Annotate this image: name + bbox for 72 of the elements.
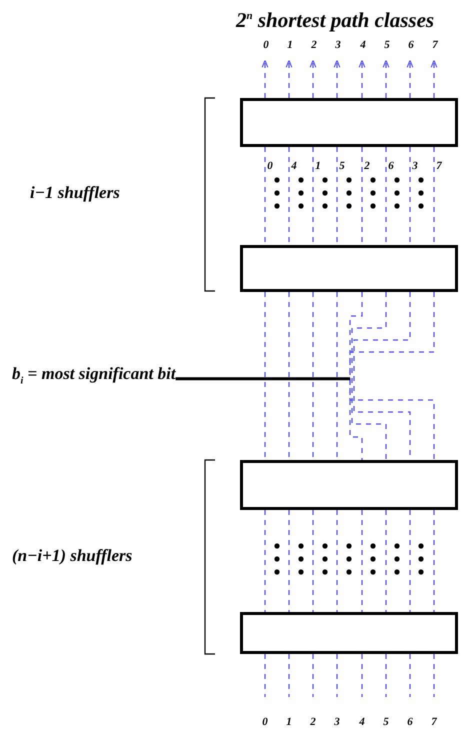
wire-line (385, 510, 387, 612)
class-number: 7 (436, 161, 442, 172)
class-number: 6 (388, 161, 394, 172)
wire-line (351, 292, 387, 460)
shuffler-box (240, 98, 458, 147)
stage-label: i−1 shufflers (30, 183, 120, 203)
wire-line (288, 510, 290, 612)
arrow (382, 60, 390, 98)
class-number: 2 (310, 717, 316, 728)
class-number: 5 (384, 40, 390, 51)
wire-line (264, 654, 266, 697)
class-number: 1 (315, 161, 321, 172)
class-number: 4 (360, 40, 366, 51)
wire-line (336, 510, 338, 612)
wire-line (264, 292, 266, 460)
class-number: 3 (412, 161, 418, 172)
wire-line (336, 292, 338, 460)
wire-line (312, 147, 314, 245)
wire-line (385, 654, 387, 697)
wire-line (433, 654, 435, 697)
stage-label: (n−i+1) shufflers (12, 546, 132, 566)
arrow (406, 60, 414, 98)
leader-line (176, 377, 350, 380)
wire-line (349, 292, 435, 460)
arrow (286, 60, 292, 98)
shuffler-box (240, 612, 458, 654)
class-number: 0 (267, 161, 273, 172)
class-number: 5 (383, 717, 389, 728)
class-number: 7 (431, 717, 437, 728)
wire-line (288, 654, 290, 697)
arrow (310, 60, 316, 98)
class-number: 5 (339, 161, 345, 172)
wire-line (312, 510, 314, 612)
arrow (430, 60, 438, 98)
shuffler-box (240, 460, 458, 510)
class-number: 1 (287, 40, 293, 51)
wire-line (361, 654, 363, 697)
class-number: 1 (286, 717, 292, 728)
wire-line (336, 654, 338, 697)
arrow (262, 60, 268, 98)
class-number: 7 (432, 40, 438, 51)
class-number: 6 (408, 40, 414, 51)
wire-line (312, 654, 314, 697)
arrow (334, 60, 340, 98)
wire-line (409, 147, 411, 245)
wire-line (312, 292, 314, 460)
class-number: 4 (291, 161, 297, 172)
wire-line (409, 510, 411, 612)
wire-line (264, 147, 266, 245)
wire-line (349, 292, 363, 460)
wire-line (361, 510, 363, 612)
wire-line (385, 147, 387, 245)
wire-line (433, 147, 435, 245)
bit-label: b$_{i}$ = most significant bit (12, 364, 176, 383)
wire-line (288, 147, 290, 245)
shuffler-box (240, 245, 458, 292)
class-number: 2 (364, 161, 370, 172)
class-number: 3 (335, 40, 341, 51)
wire-line (409, 654, 411, 697)
class-number: 6 (407, 717, 413, 728)
wire-line (336, 147, 338, 245)
wire-line (264, 510, 266, 612)
class-number: 0 (263, 40, 269, 51)
class-number: 0 (262, 717, 268, 728)
class-number: 3 (334, 717, 340, 728)
class-number: 2 (311, 40, 317, 51)
title: 2$^{n}$ shortest path classes (236, 8, 434, 33)
arrow (358, 60, 366, 98)
wire-line (361, 147, 363, 245)
class-number: 4 (359, 717, 365, 728)
wire-line (288, 292, 290, 460)
wire-line (433, 510, 435, 612)
